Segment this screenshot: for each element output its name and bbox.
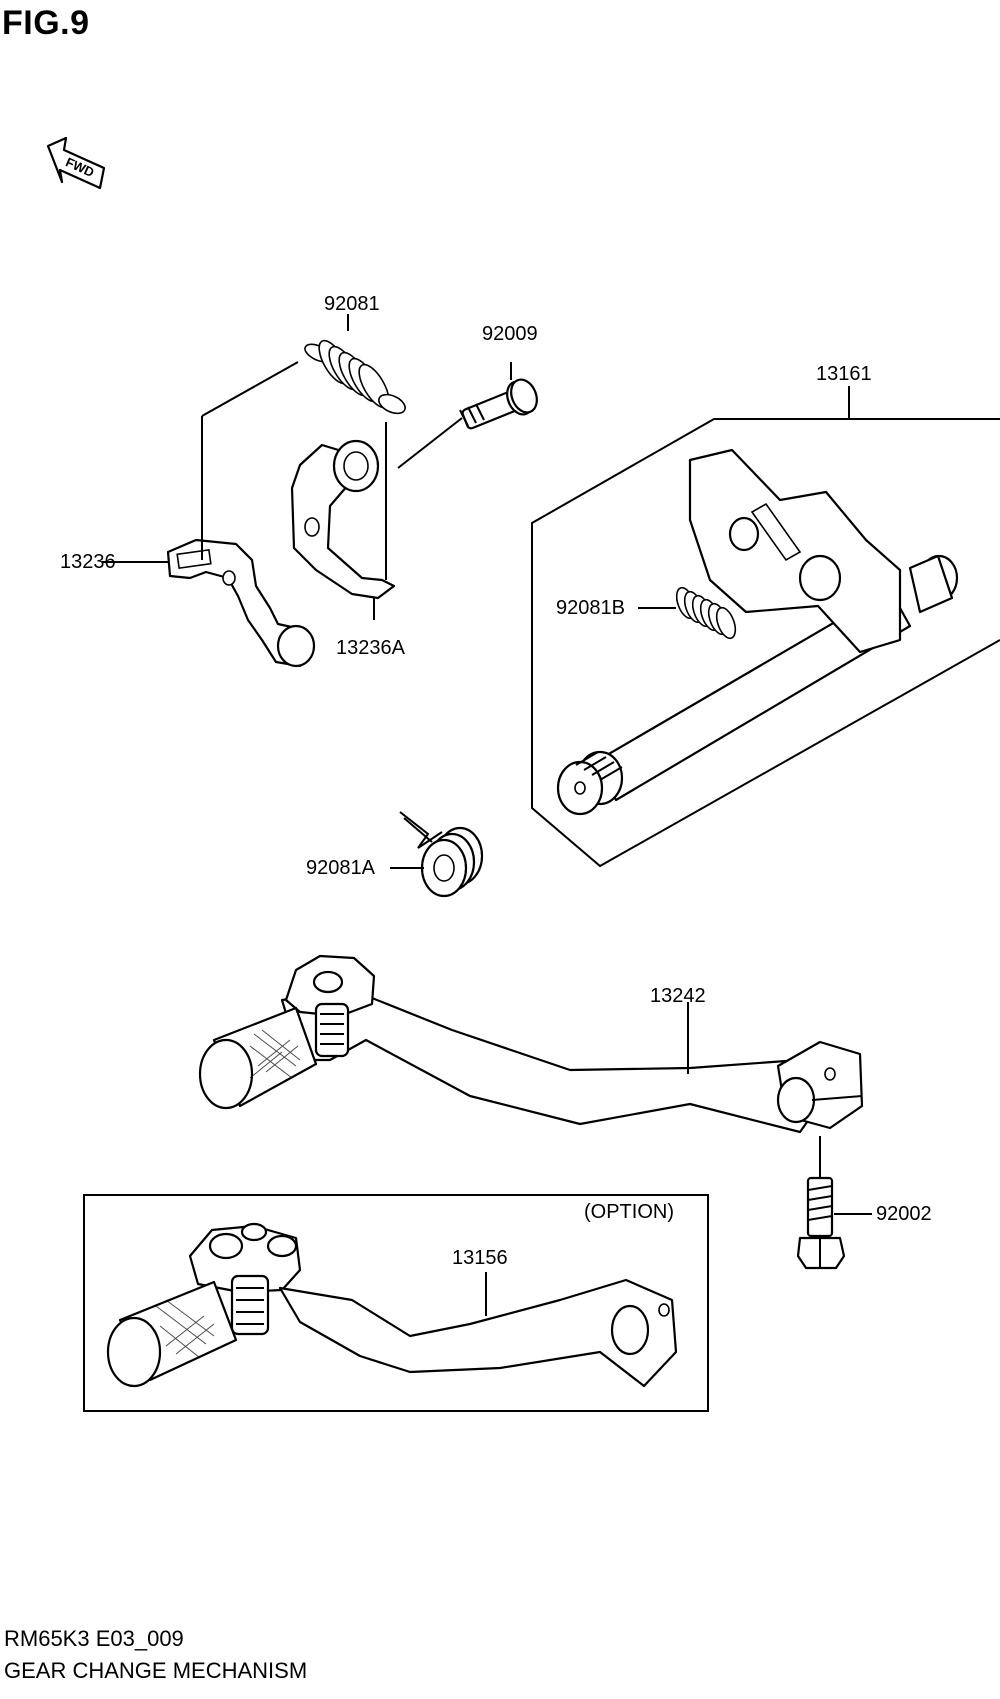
callout-92002: 92002 xyxy=(876,1203,932,1225)
shaft-13161 xyxy=(556,448,959,816)
shaft-box-13161 xyxy=(531,418,1000,868)
callout-13236A: 13236A xyxy=(336,637,406,659)
bolt-92009 xyxy=(459,378,538,430)
shift-pedal-13242 xyxy=(198,954,864,1134)
callout-13236: 13236 xyxy=(60,551,116,573)
callout-13156: 13156 xyxy=(452,1247,508,1269)
shift-pedal-13156 xyxy=(106,1222,678,1388)
spring-92081B xyxy=(675,586,737,640)
callout-13242: 13242 xyxy=(650,985,706,1007)
option-label: (OPTION) xyxy=(584,1201,674,1223)
diagram-code: RM65K3 E03_009 xyxy=(4,1626,184,1651)
callout-92081: 92081 xyxy=(324,293,380,315)
spring-92081A xyxy=(399,811,484,898)
figure-label: FIG.9 xyxy=(2,4,90,42)
callout-92081B: 92081B xyxy=(556,597,625,619)
lever-13236 xyxy=(166,538,316,668)
spring-92081 xyxy=(304,339,406,415)
callout-92081A: 92081A xyxy=(306,857,376,879)
fwd-arrow-icon: FWD xyxy=(46,136,106,190)
bolt-92002 xyxy=(796,1136,846,1270)
option-box xyxy=(83,1194,709,1412)
callout-92009: 92009 xyxy=(482,323,538,345)
callout-13161: 13161 xyxy=(816,363,872,385)
diagram-title: GEAR CHANGE MECHANISM xyxy=(4,1658,308,1683)
bracket-13236A xyxy=(290,439,396,600)
